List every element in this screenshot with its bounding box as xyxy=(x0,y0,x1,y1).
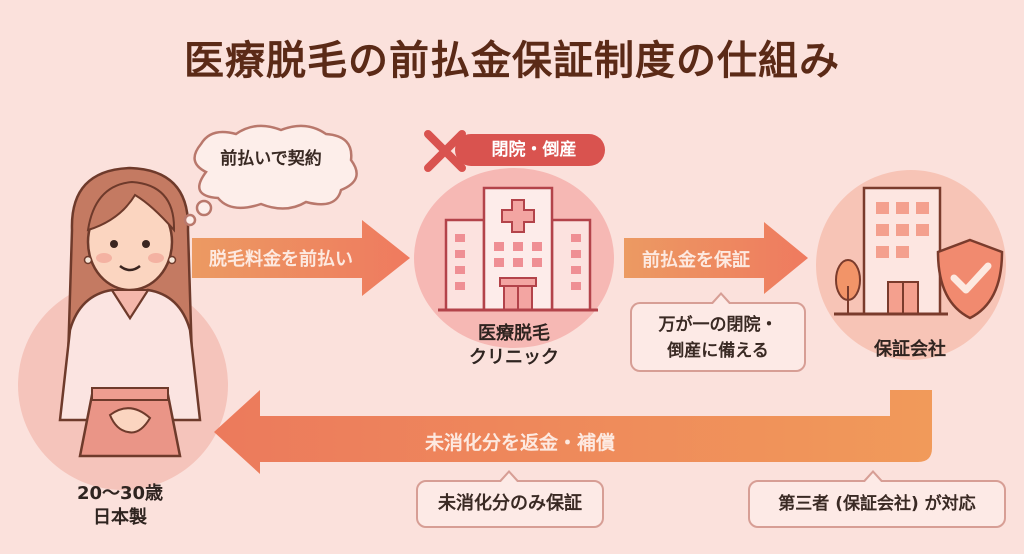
prepare-callout: 万が一の閉院・ 倒産に備える xyxy=(630,292,806,372)
clinic-label: 医療脱毛 クリニック xyxy=(434,322,594,370)
person-label-line1: 20〜30歳 xyxy=(76,483,164,504)
office-building-shield-icon xyxy=(834,186,1004,320)
hospital-icon xyxy=(438,186,598,312)
guarantee-arrow xyxy=(624,222,808,294)
person-label: 20〜30歳 日本製 xyxy=(50,482,190,530)
prepare-callout-line2: 倒産に備える xyxy=(667,341,769,361)
closure-badge: 閉院・倒産 xyxy=(455,134,605,166)
clinic-label-line2: クリニック xyxy=(469,347,559,368)
prepare-callout-line1: 万が一の閉院・ xyxy=(658,315,778,335)
person-label-line2: 日本製 xyxy=(93,507,147,528)
clinic-label-line1: 医療脱毛 xyxy=(478,323,550,344)
unused-only-callout: 未消化分のみ保証 xyxy=(416,470,604,528)
prepay-arrow xyxy=(192,220,410,296)
woman-icon xyxy=(58,166,202,458)
third-party-callout: 第三者 (保証会社) が対応 xyxy=(748,470,1006,528)
prepay-arrow-label: 脱毛料金を前払い xyxy=(209,249,353,270)
guarantor-label: 保証会社 xyxy=(874,339,946,360)
page-title: 医療脱毛の前払金保証制度の仕組み xyxy=(184,38,840,84)
thought-bubble xyxy=(183,124,358,227)
x-mark-icon xyxy=(424,130,466,172)
refund-arrow xyxy=(214,390,932,474)
guarantee-arrow-label: 前払金を保証 xyxy=(642,250,750,271)
thought-bubble-text: 前払いで契約 xyxy=(220,149,322,169)
refund-arrow-label: 未消化分を返金・補償 xyxy=(424,432,615,454)
